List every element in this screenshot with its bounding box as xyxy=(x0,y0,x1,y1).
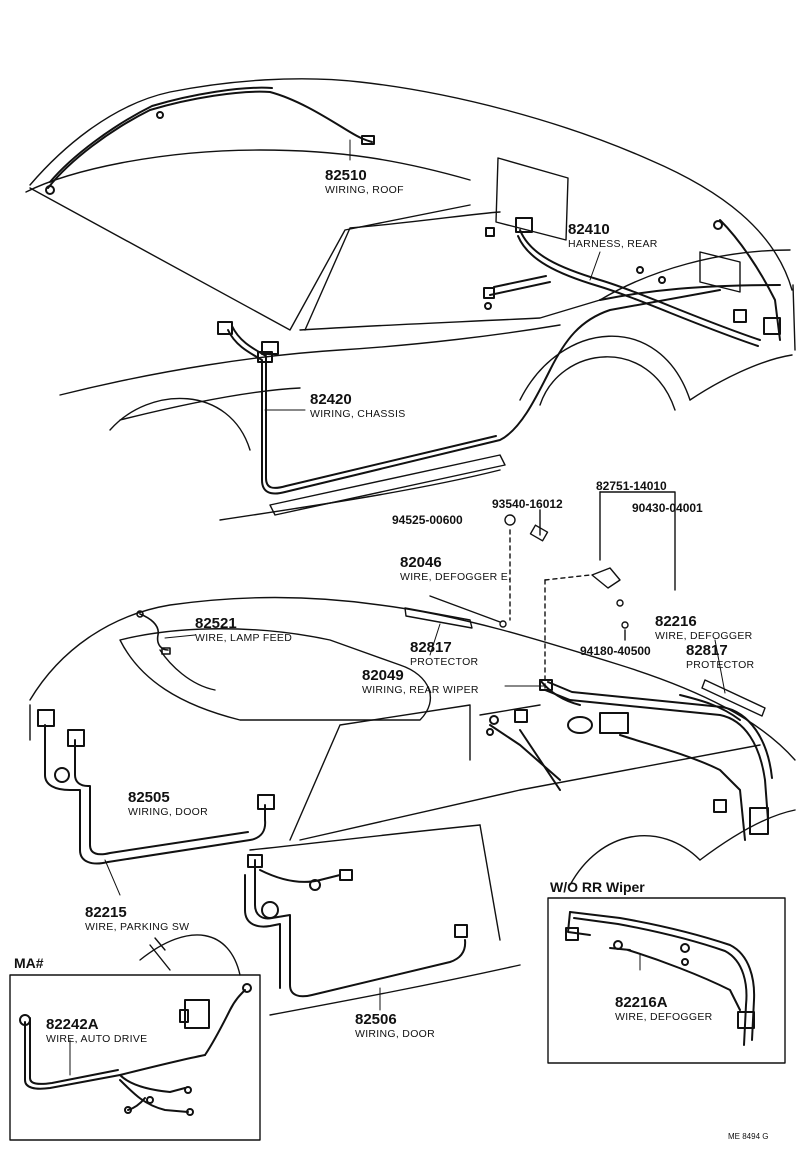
label-82420: 82420 WIRING, CHASSIS xyxy=(310,392,406,420)
part-name: WIRING, DOOR xyxy=(128,806,209,818)
inset-ma xyxy=(9,974,261,1141)
fastener-94525: 94525-00600 xyxy=(392,513,463,527)
part-number: 82410 xyxy=(568,221,610,238)
part-number: 82817 xyxy=(410,639,452,656)
inset-ma-title: MA# xyxy=(14,955,44,971)
part-name: WIRING, CHASSIS xyxy=(310,408,406,420)
part-name: WIRING, REAR WIPER xyxy=(362,684,479,696)
part-number: 82510 xyxy=(325,167,367,184)
part-name: WIRE, PARKING SW xyxy=(85,921,190,933)
label-82817-a: 82817 PROTECTOR xyxy=(410,640,478,668)
label-82242A: 82242A WIRE, AUTO DRIVE xyxy=(46,1017,147,1045)
lamp-feed-82521 xyxy=(136,610,171,655)
part-number: 82216 xyxy=(655,613,697,630)
label-82505: 82505 WIRING, DOOR xyxy=(128,790,208,818)
part-name: HARNESS, REAR xyxy=(568,238,658,250)
label-82506: 82506 WIRING, DOOR xyxy=(355,1012,435,1040)
defogger-parts xyxy=(404,491,766,717)
part-number: 82215 xyxy=(85,904,127,921)
label-82216A: 82216A WIRE, DEFOGGER xyxy=(615,995,713,1023)
door-wiring-82505 xyxy=(37,709,275,865)
part-number: 82506 xyxy=(355,1011,397,1028)
part-name: WIRE, DEFOGGER E. xyxy=(400,571,512,583)
label-82510: 82510 WIRING, ROOF xyxy=(325,168,404,196)
label-82216: 82216 WIRE, DEFOGGER xyxy=(655,614,753,642)
door-wiring-82506 xyxy=(244,854,468,998)
label-82410: 82410 HARNESS, REAR xyxy=(568,222,658,250)
diagram-code: ME 8494 G xyxy=(728,1132,769,1141)
fastener-94180: 94180-40500 xyxy=(580,644,651,658)
rear-harness-82410 xyxy=(483,217,781,347)
part-name: PROTECTOR xyxy=(686,659,755,671)
top-car-body xyxy=(25,78,796,521)
inset-wo-rr-wiper-title: W/O RR Wiper xyxy=(550,879,645,895)
part-name: WIRING, DOOR xyxy=(355,1028,436,1040)
part-name: WIRING, ROOF xyxy=(325,184,404,196)
leader-lines xyxy=(69,139,726,1076)
part-name: WIRE, LAMP FEED xyxy=(195,632,293,644)
part-number: 82521 xyxy=(195,615,237,632)
part-number: 82420 xyxy=(310,391,352,408)
label-82817-b: 82817 PROTECTOR xyxy=(686,643,754,671)
part-number: 82216A xyxy=(615,994,668,1011)
label-82049: 82049 WIRING, REAR WIPER xyxy=(362,668,479,696)
fastener-93540: 93540-16012 xyxy=(492,497,563,511)
part-number: 82046 xyxy=(400,554,442,571)
label-82046: 82046 WIRE, DEFOGGER E. xyxy=(400,555,511,583)
part-name: WIRE, DEFOGGER xyxy=(615,1011,713,1023)
rear-wiper-82049 xyxy=(486,679,773,841)
label-82521: 82521 WIRE, LAMP FEED xyxy=(195,616,292,644)
part-name: PROTECTOR xyxy=(410,656,479,668)
part-number: 82817 xyxy=(686,642,728,659)
part-number: 82505 xyxy=(128,789,170,806)
part-name: WIRE, DEFOGGER xyxy=(655,630,753,642)
label-82215: 82215 WIRE, PARKING SW xyxy=(85,905,189,933)
chassis-wiring-82420 xyxy=(217,289,721,495)
part-name: WIRE, AUTO DRIVE xyxy=(46,1033,148,1045)
part-number: 82242A xyxy=(46,1016,99,1033)
part-number: 82049 xyxy=(362,667,404,684)
fastener-82751: 82751-14010 xyxy=(596,479,667,493)
roof-wiring-82510 xyxy=(45,86,375,195)
fastener-90430: 90430-04001 xyxy=(632,501,703,515)
bottom-car-body xyxy=(29,596,796,1016)
inset-wo-rr-wiper xyxy=(547,897,786,1064)
